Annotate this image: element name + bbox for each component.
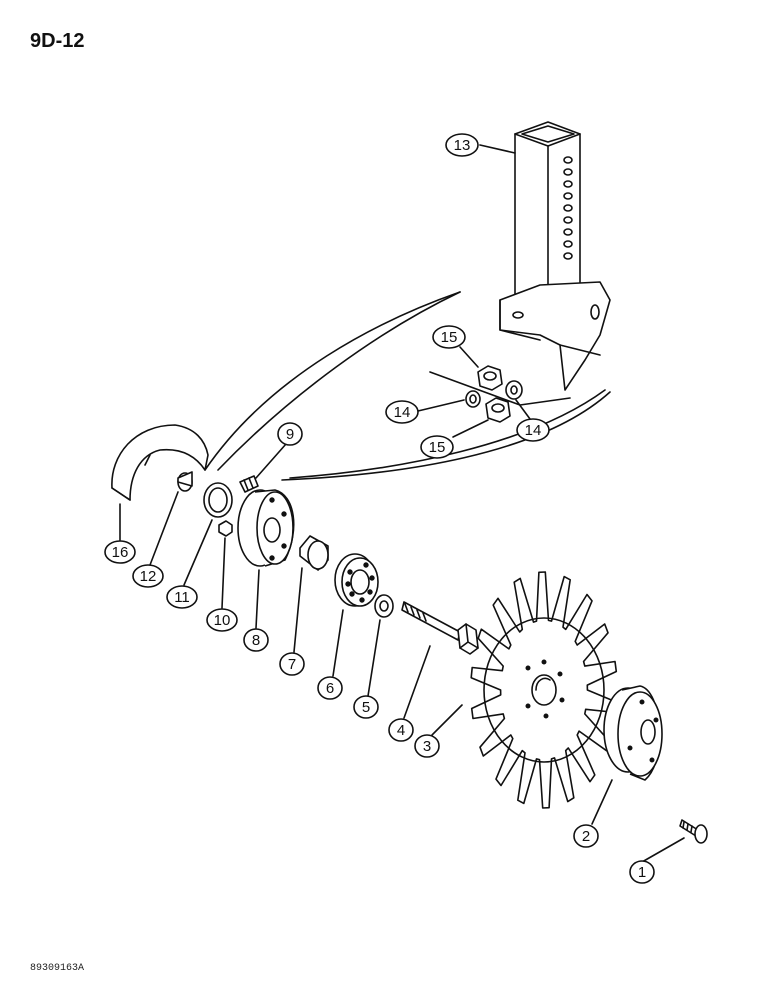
callout-15-bottom-label: 15: [429, 439, 446, 456]
callout-2-label: 2: [582, 828, 590, 845]
bearing-housing: [237, 489, 295, 567]
callout-10-label: 10: [214, 612, 231, 629]
lock-nut: [218, 520, 233, 537]
callout-6: 6: [317, 676, 343, 700]
callout-9-label: 9: [286, 426, 294, 443]
callout-8-label: 8: [252, 632, 260, 649]
callout-14-left: 14: [385, 400, 419, 424]
callout-5: 5: [353, 695, 379, 719]
sleeve: [177, 471, 193, 492]
callout-8: 8: [243, 628, 269, 652]
callout-1: 1: [629, 860, 655, 884]
spacer: [299, 535, 329, 571]
spoked-wheel: [470, 571, 618, 809]
callout-7: 7: [279, 652, 305, 676]
bolt: [401, 601, 479, 655]
grease-fitting: [239, 475, 259, 493]
seal: [203, 482, 233, 518]
callout-12: 12: [132, 564, 164, 588]
callout-7-label: 7: [288, 656, 296, 673]
callout-15-top-label: 15: [441, 329, 458, 346]
shield: [111, 424, 209, 501]
callout-3-label: 3: [423, 738, 431, 755]
callout-16: 16: [104, 540, 136, 564]
callout-6-label: 6: [326, 680, 334, 697]
callout-4: 4: [388, 718, 414, 742]
callout-10: 10: [206, 608, 238, 632]
drawing-code: 89309163A: [30, 963, 85, 974]
callout-14-left-label: 14: [394, 404, 411, 421]
callout-15-top: 15: [432, 325, 466, 349]
callout-13-label: 13: [454, 137, 471, 154]
callout-3: 3: [414, 734, 440, 758]
callout-9: 9: [277, 422, 303, 446]
frame-nuts-washers: [465, 365, 523, 423]
callout-5-label: 5: [362, 699, 370, 716]
callout-14-right: 14: [516, 418, 550, 442]
callout-2: 2: [573, 824, 599, 848]
leader-lines: [119, 144, 685, 863]
callout-14-right-label: 14: [525, 422, 542, 439]
callout-11-label: 11: [174, 589, 190, 606]
callout-1-label: 1: [638, 864, 646, 881]
callout-4-label: 4: [397, 722, 405, 739]
callout-16-label: 16: [112, 544, 129, 561]
callout-12-label: 12: [140, 568, 157, 585]
shank-tube: [499, 121, 611, 391]
page-number: 9D-12: [30, 30, 85, 52]
hub-cap: [603, 685, 663, 781]
washer: [374, 594, 394, 618]
callout-15-bottom: 15: [420, 435, 454, 459]
shank-adjustment-holes: [563, 156, 573, 260]
callout-13: 13: [445, 133, 479, 157]
bearing: [334, 553, 379, 607]
callout-11: 11: [166, 585, 198, 609]
cap-screw: [679, 819, 708, 844]
frame-arm: [204, 291, 611, 481]
